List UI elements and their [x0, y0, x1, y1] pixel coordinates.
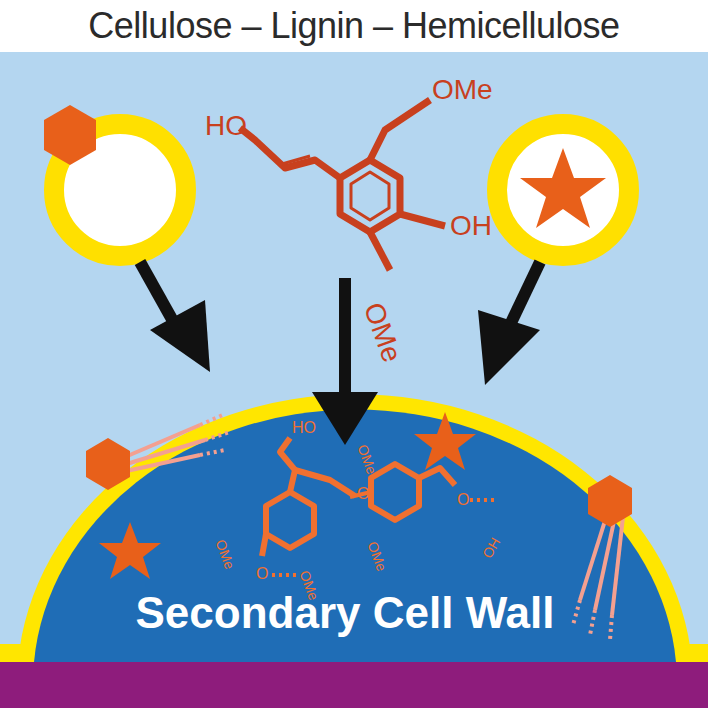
- atom-label: O: [457, 492, 469, 508]
- background: [0, 52, 708, 708]
- atom-label: HO: [292, 420, 316, 436]
- title: Cellulose – Lignin – Hemicellulose: [88, 5, 619, 47]
- atom-label: OMe: [432, 76, 493, 104]
- cellulose-fibers: [118, 425, 624, 615]
- star-symbol: [520, 148, 606, 228]
- title-band: [0, 0, 708, 52]
- region-label: Secondary Cell Wall: [128, 588, 563, 638]
- hexagon-symbol: [86, 438, 130, 490]
- hexagon-symbol: [44, 105, 96, 165]
- atom-label: O: [256, 566, 268, 582]
- transport-arrow: [140, 262, 540, 445]
- atom-label: OH: [450, 212, 492, 240]
- cell-wall-label-area: Secondary Cell Wall: [128, 588, 563, 638]
- cell-wall-outline: [18, 394, 692, 662]
- atom-label: HO: [205, 112, 247, 140]
- monolignol-structure: [240, 100, 445, 270]
- base-bar: [0, 662, 708, 708]
- star-symbol: [414, 412, 476, 470]
- star-symbol: [99, 522, 161, 579]
- hexagon-symbol: [588, 475, 632, 527]
- vesicle: [497, 124, 629, 256]
- polymer-continuation: [272, 500, 495, 575]
- atom-label: O: [357, 486, 369, 502]
- lignin-polymer: [262, 438, 455, 556]
- cell-wall-dome: [34, 410, 676, 662]
